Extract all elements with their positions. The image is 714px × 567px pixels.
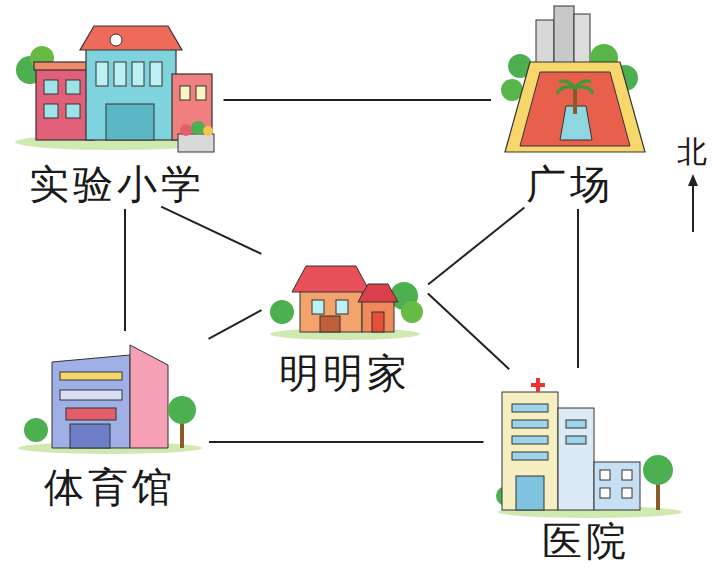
place-name: 明明家	[265, 352, 425, 394]
road-line	[161, 207, 261, 254]
hospital-node: 医院	[488, 372, 685, 562]
place-name: 实验小学	[15, 163, 220, 205]
school-node: 实验小学	[15, 18, 220, 205]
plaza-picture	[501, 6, 645, 152]
hospital-picture	[496, 378, 682, 518]
gym-node: 体育馆	[15, 335, 205, 508]
road-line	[428, 207, 524, 284]
road-line	[224, 99, 492, 101]
road-line	[428, 293, 509, 369]
home-node: 明明家	[265, 255, 425, 394]
road-line	[124, 209, 126, 331]
north-arrow	[688, 174, 698, 232]
compass-label: 北	[677, 137, 707, 167]
place-name: 体育馆	[15, 466, 205, 508]
plaza-node: 广场	[495, 5, 645, 205]
place-name: 广场	[495, 163, 645, 205]
gym-picture	[18, 345, 202, 454]
road-line	[577, 209, 579, 368]
school-picture	[15, 26, 215, 152]
place-name: 医院	[488, 520, 685, 562]
road-line	[209, 441, 484, 443]
house-picture	[270, 266, 423, 340]
road-line	[209, 310, 262, 339]
